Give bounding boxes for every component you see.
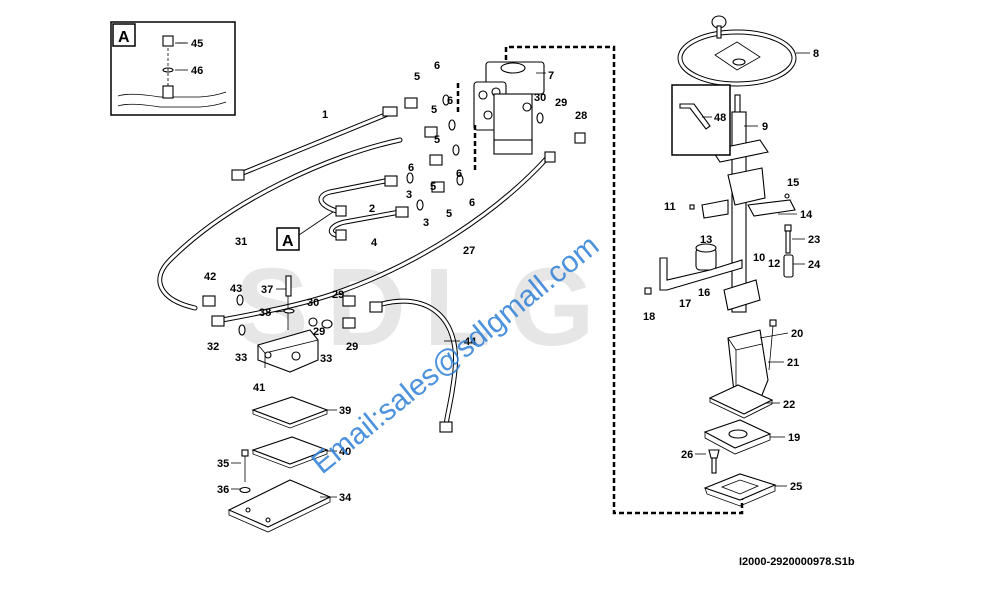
spacer-16: [695, 243, 717, 271]
callout-4: 4: [371, 237, 378, 249]
detail-a-inset: A: [110, 21, 236, 116]
callout-48: 48: [714, 112, 726, 124]
plate-39: [251, 396, 329, 429]
callout-26: 26: [681, 449, 693, 461]
detail-a-reference: A: [276, 211, 334, 251]
callout-31: 31: [235, 236, 247, 248]
callout-10: 10: [753, 252, 765, 264]
hose-27: [219, 154, 551, 323]
callout-22: 22: [783, 399, 795, 411]
callout-24: 24: [808, 259, 821, 271]
callout-6e: 6: [469, 197, 475, 209]
fittings: [202, 94, 586, 433]
callout-18: 18: [643, 311, 655, 323]
bolt-35: [239, 449, 251, 494]
callout-32: 32: [207, 341, 219, 353]
callout-8: 8: [813, 48, 819, 60]
callout-30b: 30: [307, 297, 319, 309]
callout-25: 25: [790, 481, 802, 493]
callout-3b: 3: [423, 217, 429, 229]
callout-12: 12: [768, 258, 780, 270]
bolt-20: [768, 319, 777, 371]
callout-3a: 3: [406, 189, 412, 201]
short-dashed-line: [456, 83, 477, 170]
callout-17: 17: [679, 298, 691, 310]
callout-11: 11: [664, 201, 676, 213]
steering-unit-7: [473, 61, 545, 155]
callout-6d: 6: [456, 168, 462, 180]
plate-19: [703, 419, 772, 455]
bolt-26: [708, 449, 720, 474]
callout-2: 2: [369, 203, 375, 215]
callout-35b: 33: [320, 353, 332, 365]
callout-16: 16: [698, 287, 710, 299]
callout-37: 37: [261, 284, 273, 296]
callout-29d: 29: [346, 341, 358, 353]
svg-text:A: A: [282, 233, 294, 250]
hose-44: [375, 298, 459, 428]
callout-5c: 5: [434, 134, 440, 146]
callout-20: 20: [791, 328, 803, 340]
callout-14: 14: [800, 209, 813, 221]
bracket-14: [747, 193, 796, 217]
drawing-code: I2000-2920000978.S1b: [739, 556, 855, 568]
plate-40: [251, 436, 329, 469]
callout-34: 34: [339, 492, 352, 504]
plate-25: [703, 473, 777, 507]
callout-36: 36: [217, 484, 229, 496]
bracket-17: [659, 257, 743, 291]
callout-27: 27: [463, 245, 475, 257]
callout-40: 40: [339, 446, 351, 458]
callout-44: 44: [464, 336, 477, 348]
callout-15: 15: [787, 177, 799, 189]
callout-5a: 5: [414, 71, 420, 83]
connection-dashed-line: [504, 45, 744, 515]
callout-30a: 30: [534, 92, 546, 104]
callout-29b: 29: [332, 289, 344, 301]
detail-48-box: [671, 84, 731, 156]
callout-38: 38: [259, 307, 271, 319]
bolt-23: [784, 224, 792, 254]
callout-29a: 29: [555, 97, 567, 109]
callout-23: 23: [808, 234, 820, 246]
callout-42: 42: [204, 271, 216, 283]
callout-46: 46: [191, 65, 203, 77]
callout-7: 7: [548, 70, 554, 82]
callout-29c: 29: [313, 326, 325, 338]
callout-5b: 5: [431, 104, 437, 116]
valve-block-41: [257, 275, 319, 373]
callout-6b: 6: [447, 95, 453, 107]
hose-1: [235, 110, 393, 178]
callout-9: 9: [762, 121, 768, 133]
callout-1: 1: [322, 109, 328, 121]
callout-41: 41: [253, 382, 265, 394]
callout-5d: 5: [430, 181, 436, 193]
callout-43: 43: [230, 283, 242, 295]
callout-5e: 5: [446, 208, 452, 220]
steering-wheel-8: [677, 15, 797, 87]
bracket-13: [701, 199, 729, 219]
callout-35: 35: [217, 458, 229, 470]
callout-39: 39: [339, 405, 351, 417]
leader-lines: [177, 42, 810, 498]
callout-28: 28: [575, 110, 587, 122]
detail-a-tag: A: [118, 29, 130, 46]
callout-6a: 6: [434, 60, 440, 72]
callout-33: 33: [235, 352, 247, 364]
screw-11: [689, 204, 695, 210]
screw-18: [644, 287, 652, 295]
tube-2: [318, 177, 393, 215]
callout-labels: 45 46 1 5 6 6 5 7 30 29 28 5 6 6 5 3 2 3…: [191, 38, 821, 504]
callout-13: 13: [700, 234, 712, 246]
sleeve-24: [783, 254, 794, 278]
callout-45: 45: [191, 38, 203, 50]
callout-6c: 6: [408, 162, 414, 174]
hose-31: [157, 137, 403, 311]
callout-21: 21: [787, 357, 799, 369]
callout-19: 19: [788, 432, 800, 444]
